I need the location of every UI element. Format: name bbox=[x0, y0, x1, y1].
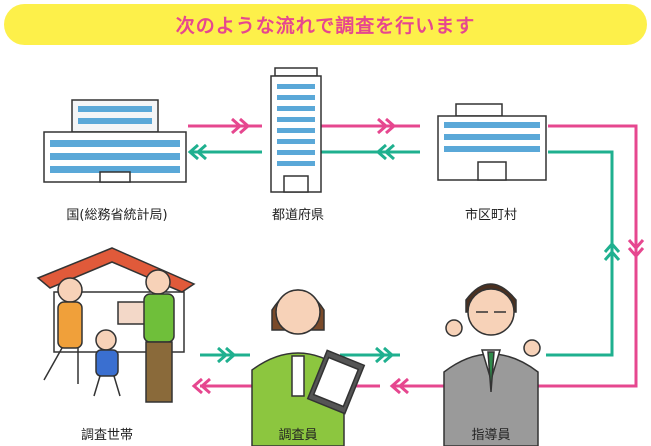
green-arrow-supervisor-to-municipality bbox=[546, 150, 614, 357]
household-family-icon bbox=[43, 269, 175, 403]
node-label-supervisor: 指導員 bbox=[471, 428, 511, 443]
enumerator-figure-icon bbox=[251, 289, 366, 446]
node-label-municipality: 市区町村 bbox=[464, 208, 517, 223]
pink-arrowheads bbox=[191, 117, 645, 395]
node-label-national: 国(総務省統計局) bbox=[66, 208, 168, 223]
municipality-building-icon bbox=[437, 103, 547, 181]
banner-text: 次のような流れで調査を行います bbox=[175, 15, 476, 37]
prefecture-tower-icon bbox=[270, 67, 322, 193]
title-banner: 次のような流れで調査を行います bbox=[4, 4, 647, 45]
national-building-icon bbox=[43, 99, 187, 183]
pink-flow bbox=[188, 124, 638, 388]
supervisor-figure-icon bbox=[443, 283, 541, 446]
green-arrowheads bbox=[187, 143, 621, 364]
node-label-prefecture: 都道府県 bbox=[271, 208, 324, 223]
node-label-enumerator: 調査員 bbox=[278, 428, 318, 443]
node-label-households: 調査世帯 bbox=[80, 428, 133, 443]
green-flow bbox=[190, 150, 614, 357]
